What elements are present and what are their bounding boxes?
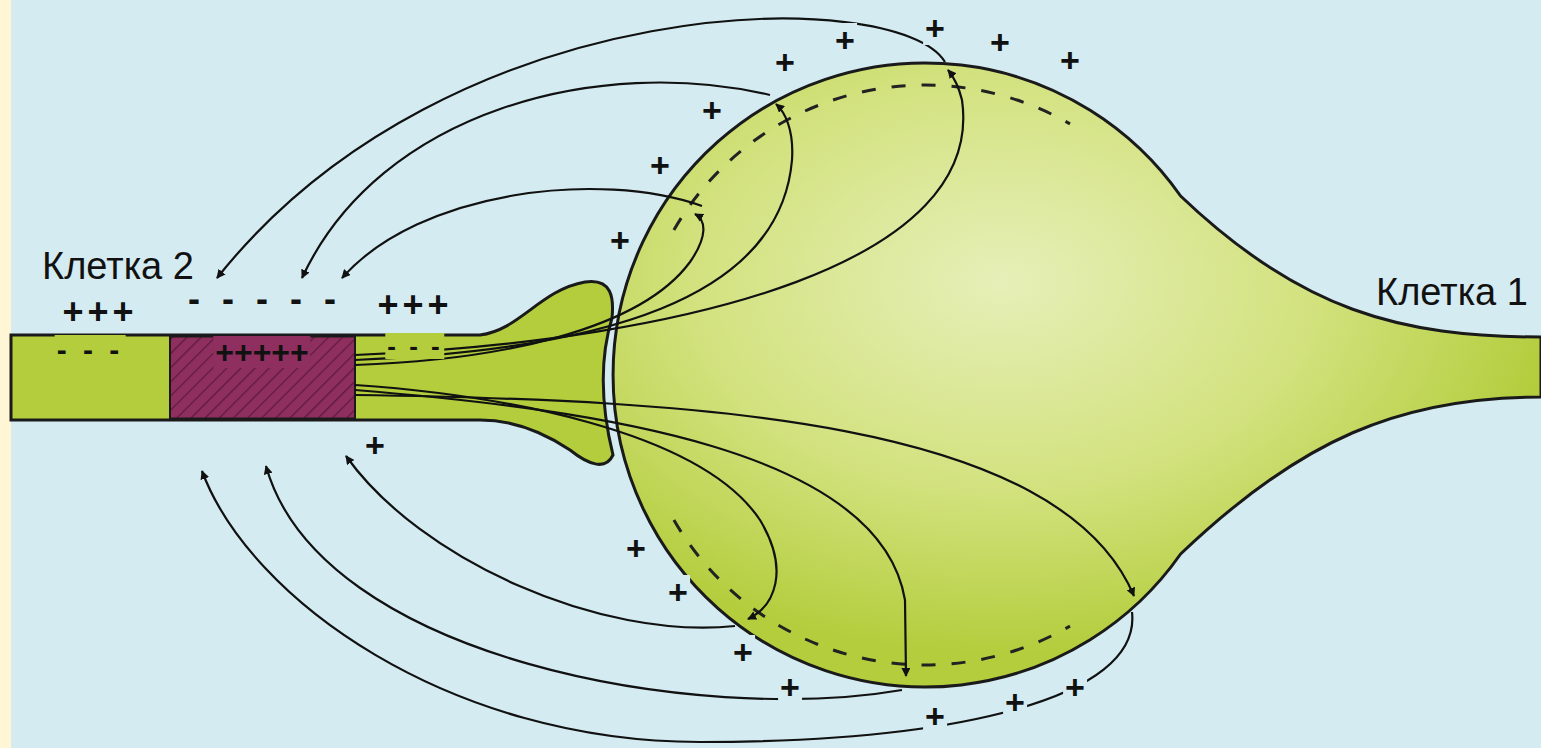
charge-sign: + [648,148,672,182]
excited-segment [170,337,355,419]
charge-sign: - - - [55,335,126,365]
charge-sign: +++++ [213,336,310,368]
field-line [355,104,792,360]
cell-name: Клетка 2 [40,247,196,285]
field-line [217,19,945,278]
field-line [346,456,735,628]
membrane-charge [674,85,1070,230]
charge-sign: + [833,23,857,57]
charge-sign: - - - [385,333,444,359]
charge-sign: + [778,670,802,704]
charge-sign: +++ [375,287,454,323]
field-line [355,395,1134,596]
field-line [355,390,906,676]
charge-sign: +++ [60,294,139,330]
charge-sign: - - - - - [186,281,344,317]
axon-terminal [11,281,613,464]
field-line [266,466,902,699]
charge-sign: + [988,25,1012,59]
cell-name: Клетка 1 [1374,273,1530,311]
charge-sign: + [923,699,947,733]
frame-border [0,0,11,748]
field-line [202,471,1132,742]
charge-sign: + [624,531,648,565]
charge-sign: + [773,45,797,79]
cell-body [613,63,1541,687]
field-line [355,385,777,619]
charge-sign: + [1063,670,1087,704]
field-line [342,189,702,278]
charge-sign: + [608,223,632,257]
charge-sign: + [731,635,755,669]
charge-sign: + [1003,685,1027,719]
charge-sign: + [666,575,690,609]
charge-sign: + [700,93,724,127]
charge-sign: + [1058,43,1082,77]
field-lines [202,19,1134,742]
field-line [302,83,770,278]
charge-sign: + [363,428,387,462]
charge-sign: + [923,11,947,45]
